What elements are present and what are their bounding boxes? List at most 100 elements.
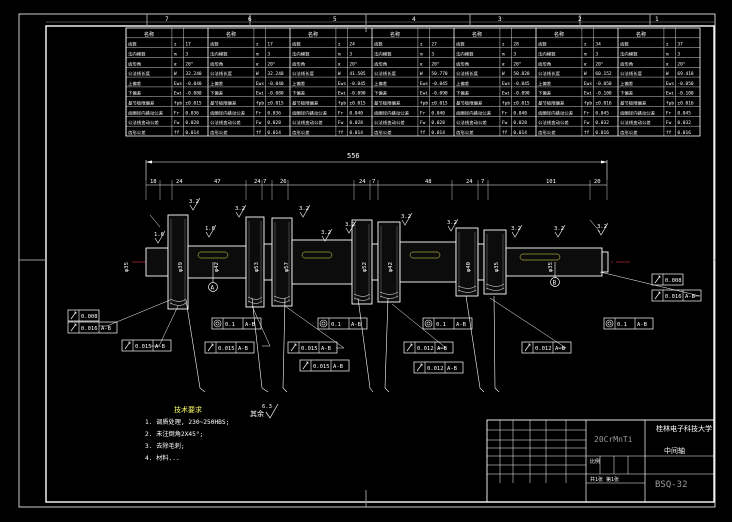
table-param-symbol: Fr [584,110,590,116]
table-param-symbol: m [666,52,669,57]
inner-border [45,25,715,503]
table-param-name: 上偏差 [374,80,387,87]
table-param-name: 齿圈径向跳动公差 [374,109,409,116]
gdt-value: 0.016 [665,294,682,300]
table-param-value: 0.028 [185,120,199,126]
table-param-name: 齿数 [128,41,138,48]
table-param-name: 齿圈径向跳动公差 [538,109,573,116]
table-param-value: ±0.015 [431,101,448,107]
roughness-value: 1.6 [154,232,164,238]
table-param-name: 齿形角 [374,60,387,67]
segment-dimension: 18 [150,179,157,185]
table-param-value: ±0.015 [185,101,202,107]
svg-text:A: A [211,285,215,292]
table-param-symbol: W [584,71,587,77]
gdt-frame: 0.008 [67,309,100,322]
zone-number: 3 [498,16,502,23]
roughness-value: 3.2 [345,222,355,228]
table-header: 名称 [554,31,564,38]
table-param-symbol: Fw [666,120,672,126]
table-param-name: 齿形角 [620,60,633,67]
shaft-section [245,216,265,308]
table-param-value: -0.050 [677,81,694,87]
table-param-symbol: Ews [502,81,510,87]
table-param-symbol: Ewi [256,91,264,97]
gdt-value: 0.015 [301,346,318,352]
table-param-name: 法向模数 [620,50,638,57]
roughness-symbol [447,218,459,232]
segment-dimension: 24 [466,179,473,185]
gdt-value: 0.1 [225,322,235,328]
table-param-name: 上偏差 [292,80,305,87]
table-param-value: ±0.015 [267,101,284,107]
table-param-name: 齿形角 [538,60,551,67]
table-param-value: 28 [513,42,519,48]
sheet-label: 共1张 第1张 [590,476,619,483]
table-param-name: 齿形公差 [456,129,474,136]
table-param-symbol: α [256,62,259,67]
segment-dimension: 26 [280,179,287,185]
zone-number: 5 [333,16,337,23]
roughness-symbol [401,212,413,226]
gdt-datum: A-B [245,322,256,328]
table-param-symbol: ff [338,130,344,136]
roughness-value: 3.2 [401,214,411,220]
table-param-symbol: W [502,71,505,77]
table-param-name: 上偏差 [538,80,551,87]
table-param-symbol: Ews [338,81,346,87]
table-param-value: ±0.015 [349,101,366,107]
table-param-symbol: Fw [420,120,426,126]
table-param-symbol: α [502,62,505,67]
roughness-symbol [205,224,217,238]
school-name: 桂林电子科技大学 [656,424,712,433]
table-param-symbol: m [584,52,587,57]
material: 20CrMnTi [594,435,633,444]
gdt-datum: A-B [351,322,362,328]
table-param-name: 基节极限偏差 [538,100,564,107]
table-param-value: -0.045 [431,81,448,87]
table-param-name: 公法线长度 [292,70,315,77]
table-param-name: 下偏差 [374,90,387,97]
table-param-value: -0.100 [677,91,694,97]
diameter-label: φ40 [466,262,472,272]
table-param-symbol: ff [584,130,590,136]
gdt-datum: A-B [637,322,648,328]
table-param-name: 下偏差 [210,90,223,97]
diameter-label: φ52 [362,262,368,272]
shaft-body [145,214,609,310]
table-param-name: 齿形公差 [538,129,556,136]
table-param-symbol: ff [256,130,262,136]
table-param-value: 0.028 [349,120,363,126]
table-param-symbol: Fw [256,120,262,126]
shaft-section [455,227,479,297]
diameter-label: φ42 [388,262,394,272]
table-param-value: 69.418 [677,71,694,77]
table-param-symbol: Ewi [502,91,510,97]
gdt-value: 0.1 [331,322,341,328]
table-param-symbol: m [338,52,341,57]
table-param-symbol: Ewi [174,91,182,97]
segment-dimension: 101 [546,179,556,185]
roughness-symbol [154,230,166,244]
table-param-symbol: Fw [584,120,590,126]
table-param-symbol: m [174,52,177,57]
table-param-name: 公法线变动公差 [538,119,569,126]
table-param-value: 0.040 [513,110,527,116]
table-param-value: 20° [267,61,275,67]
table-param-name: 齿形公差 [210,129,228,136]
table-param-symbol: Fw [338,120,344,126]
gdt-datum: A-B [238,346,249,352]
shaft-section [505,247,603,277]
roughness-symbol [321,228,333,242]
table-param-name: 齿圈径向跳动公差 [292,109,327,116]
diameter-label: φ57 [284,262,290,272]
roughness-symbol [235,204,247,218]
table-param-symbol: Ews [420,81,428,87]
table-param-symbol: fpb [338,101,346,107]
segment-dimension: 47 [214,179,221,185]
